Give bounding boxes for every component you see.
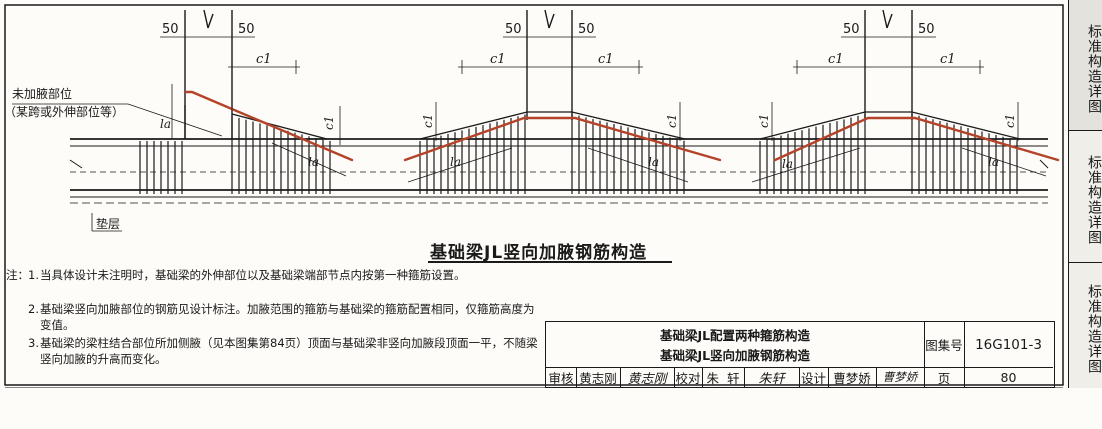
design-signature: 曹梦娇 [882, 370, 918, 384]
dim-c1-3a: c1 [828, 52, 844, 67]
side-tab-3[interactable]: 标准构造详图 [1086, 284, 1102, 374]
dim-50-3b: 50 [918, 22, 935, 37]
side-tab-1[interactable]: 标准构造详图 [1069, 0, 1102, 130]
dim-c1-v5: c1 [1003, 114, 1017, 128]
dim-50-3a: 50 [843, 22, 860, 37]
dim-la-6: la [988, 155, 999, 169]
dim-50-1a: 50 [162, 22, 179, 37]
haunch-rebar-3 [773, 116, 1060, 162]
note-item-2: 2. 基础梁竖向加腋部位的钢筋见设计标注。加腋范围的箍筋与基础梁的箍筋配置相同，… [28, 302, 540, 333]
dim-50-2b: 50 [578, 22, 595, 37]
dim-c1-v1: c1 [322, 116, 336, 130]
note-item-3: 3. 基础梁的梁柱结合部位所加侧腋（见本图集第84页）顶面与基础梁非竖向加腋段顶… [28, 336, 540, 367]
haunch-outlines [184, 105, 1021, 140]
note-no-2: 2. [28, 302, 39, 316]
dim-c1-2b: c1 [598, 52, 614, 67]
sheet-border [4, 4, 1064, 386]
note-text-2: 基础梁竖向加腋部位的钢筋见设计标注。加腋范围的箍筋与基础梁的箍筋配置相同，仅箍筋… [40, 302, 535, 332]
dim-50-1b: 50 [238, 22, 255, 37]
diagram-canvas: 50 50 50 50 50 50 c1 c1 c1 c1 c1 c1 c1 c… [4, 4, 1064, 388]
side-tab-2[interactable]: 标准构造详图 [1086, 155, 1102, 245]
haunch-2 [419, 111, 686, 140]
page-number: 80 [1000, 369, 1017, 385]
title-block: 基础梁JL配置两种箍筋构造 基础梁JL竖向加腋钢筋构造 图集号 16G101-3… [545, 321, 1055, 388]
columns [184, 9, 913, 139]
dim-la-5: la [782, 157, 793, 171]
diagram-title-underline [428, 261, 672, 263]
note-text-1: 当具体设计未注明时，基础梁的外伸部位以及基础梁端部节点内按第一种箍筋设置。 [40, 268, 466, 282]
note-no-1: 1. [28, 268, 39, 282]
review-name: 黄志刚 [579, 370, 617, 386]
check-signature: 朱轩 [758, 371, 785, 387]
side-tabs: 标准构造详图 标准构造详图 标准构造详图 [1068, 0, 1102, 388]
dim-la-2: la [308, 155, 319, 169]
atlas-label: 图集号 [925, 338, 963, 353]
dim-50-2a: 50 [505, 22, 522, 37]
drawing-title-1: 基础梁JL配置两种箍筋构造 [659, 327, 811, 343]
break-mark-right [1039, 159, 1049, 169]
drawing-title-2: 基础梁JL竖向加腋钢筋构造 [659, 347, 811, 363]
column-2 [526, 9, 573, 120]
notes-head: 注： [6, 268, 29, 282]
review-label: 审核 [548, 370, 574, 386]
column-3 [864, 9, 913, 120]
dim-c1-2a: c1 [490, 52, 506, 67]
note-item-1: 1. 当具体设计未注明时，基础梁的外伸部位以及基础梁端部节点内按第一种箍筋设置。 [28, 268, 540, 284]
break-mark-left [69, 159, 83, 169]
foundation-beam [69, 138, 1049, 204]
design-label: 设计 [800, 370, 826, 386]
dim-la-3: la [450, 155, 461, 169]
label-unreinforced-note: （某跨或外伸部位等） [4, 104, 124, 119]
dim-c1-v2: c1 [421, 114, 435, 128]
haunch-rebars [184, 90, 1060, 162]
check-name: 朱 轩 [706, 370, 740, 386]
label-cushion: 垫层 [96, 216, 120, 231]
label-unreinforced: 未加腋部位 [12, 86, 72, 101]
haunch-rebar-2 [403, 116, 722, 162]
dimension-labels: 50 50 50 50 50 50 c1 c1 c1 c1 c1 c1 c1 c… [4, 22, 1017, 231]
haunch-rebar-1 [184, 90, 354, 162]
design-name: 曹梦娇 [833, 370, 871, 386]
atlas-number: 16G101-3 [975, 336, 1042, 353]
dim-la-1: la [160, 117, 171, 131]
page-label: 页 [937, 370, 951, 386]
note-no-3: 3. [28, 336, 39, 350]
check-label: 校对 [675, 370, 701, 386]
diagram-title: 基础梁JL竖向加腋钢筋构造 [430, 243, 648, 263]
dim-c1-1: c1 [256, 52, 272, 67]
note-text-3: 基础梁的梁柱结合部位所加侧腋（见本图集第84页）顶面与基础梁非竖向加腋段顶面一平… [40, 336, 538, 366]
review-signature: 黄志刚 [627, 371, 667, 387]
stirrups [139, 114, 1018, 194]
dim-c1-v4: c1 [757, 114, 771, 128]
dimension-lines [12, 30, 1047, 232]
dim-c1-3b: c1 [940, 52, 956, 67]
haunch-1-right [231, 113, 328, 140]
dim-c1-v3: c1 [665, 114, 679, 128]
column-1 [184, 9, 233, 139]
haunch-3 [759, 111, 1021, 140]
dim-la-4: la [648, 155, 659, 169]
